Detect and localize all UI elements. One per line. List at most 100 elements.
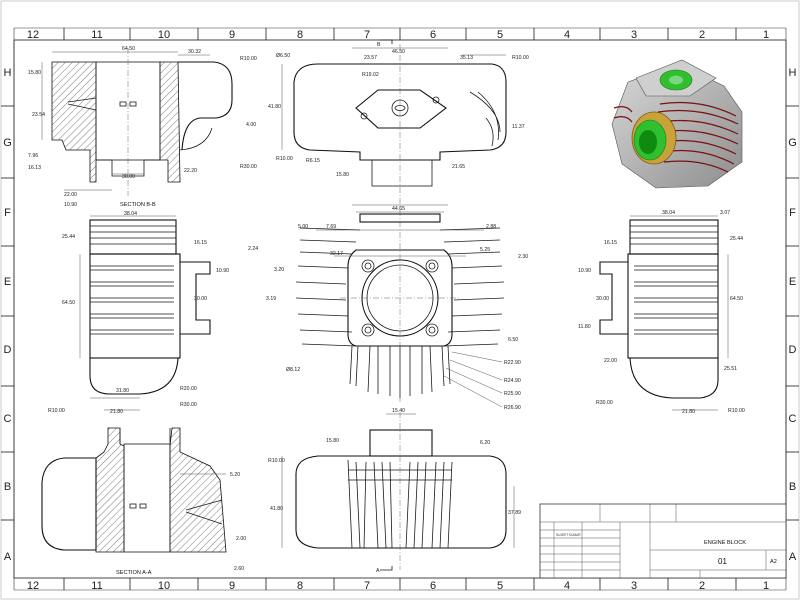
isometric-view [611,59,743,189]
ls-dim-r20: R20.00 [180,386,197,392]
zone-col-label: 10 [158,29,170,41]
zone-labels-right: H G F E D C B A [788,67,797,563]
zone-col-label: 11 [91,29,102,41]
section-bb-label: SECTION B-B [120,202,156,208]
sbb-dim-64-50: 64.50 [122,46,135,52]
fr-dim-44-65: 44.65 [392,206,405,212]
fr-dim-5-00: 5.00 [298,224,308,230]
rs-dim-r30: R30.00 [596,400,613,406]
sheet-number: 01 [718,557,727,566]
zone-row-label: B [789,481,796,493]
ls-dim-31-80: 31.80 [116,388,129,394]
top-view: B 46.50 23.57 35.13 R10.00 Ø6.50 R19.02 … [268,39,529,210]
section-bb-view: 64.50 30.32 R10.00 15.80 23.54 4.00 7.96… [28,46,257,208]
top-dim-35-13: 35.13 [460,55,473,61]
zone-col-label: 9 [229,29,235,41]
zone-col-label: 5 [497,580,503,592]
zone-row-label: E [4,276,11,288]
rs-dim-r10: R10.00 [728,408,745,414]
rs-dim-3-07: 3.07 [720,210,730,216]
top-dim-21-65: 21.65 [452,164,465,170]
zone-col-label: 4 [564,29,570,41]
rs-dim-16-15: 16.15 [604,240,617,246]
sbb-dim-7-96: 7.96 [28,153,38,159]
section-aa-view: 5.20 2.00 2.60 SECTION A-A [41,427,246,576]
saa-dim-2-00: 2.00 [236,536,246,542]
zone-labels-bottom: 12 11 10 9 8 7 6 5 4 3 2 1 [27,580,769,592]
fr-dim-r25: R25.90 [504,391,521,397]
section-aa-label: SECTION A-A [116,570,152,576]
rs-dim-30-00: 30.00 [596,296,609,302]
zone-col-label: 4 [564,580,570,592]
sbb-dim-30-32: 30.32 [188,49,201,55]
rs-dim-21-80: 21.80 [682,409,695,415]
rs-dim-10-90: 10.90 [578,268,591,274]
bt-dim-41-80: 41.80 [270,506,283,512]
zone-row-label: C [4,413,12,425]
zone-row-label: H [4,67,12,79]
zone-row-label: F [4,207,11,219]
zone-col-label: 1 [763,580,769,592]
top-dim-d650: Ø6.50 [276,53,290,59]
rs-dim-38-04: 38.04 [662,210,675,216]
rs-dim-11-80: 11.80 [578,324,591,330]
sbb-dim-16-13: 16.13 [28,165,41,171]
sbb-dim-30-00: 30.00 [122,174,135,180]
rs-dim-64-50: 64.50 [730,296,743,302]
zone-row-label: B [4,481,11,493]
cut-marker-b: B [377,42,381,48]
ls-dim-38-04: 38.04 [124,211,137,217]
zone-labels-top: 12 11 10 9 8 7 6 5 4 3 2 1 [27,29,769,41]
zone-row-label: C [789,413,797,425]
fr-dim-2-88: 2.88 [486,224,496,230]
fr-dim-3-20: 3.20 [274,267,284,273]
right-side-view: 38.04 3.07 16.15 25.44 10.90 64.50 30.00… [578,210,745,415]
top-dim-11-37: 11.37 [512,124,525,130]
fr-dim-r24: R24.90 [504,378,521,384]
fr-dim-r22: R22.90 [504,360,521,366]
zone-col-label: 12 [27,29,39,41]
front-view: 44.65 5.00 7.69 2.88 32.17 5.25 2.30 3.2… [266,206,528,411]
ls-dim-21-80: 21.80 [110,409,123,415]
zone-row-label: G [3,137,12,149]
sbb-dim-22-20: 22.20 [184,168,197,174]
zone-col-label: 7 [364,29,370,41]
ls-dim-25-44: 25.44 [62,234,75,240]
sheet-size: A2 [770,559,777,565]
ls-dim-16-15: 16.15 [194,240,207,246]
ls-dim-r10: R10.00 [48,408,65,414]
zone-col-label: 1 [763,29,769,41]
ls-dim-64-50: 64.50 [62,300,75,306]
zone-col-label: 6 [430,580,436,592]
fr-dim-5-25: 5.25 [480,247,490,253]
zone-col-label: 3 [631,580,637,592]
zone-col-label: 2 [699,580,705,592]
sbb-dim-15-80: 15.80 [28,70,41,76]
zone-col-label: 8 [297,29,303,41]
top-dim-15-80: 15.80 [336,172,349,178]
zone-row-label: D [789,344,797,356]
zone-col-label: 2 [699,29,705,41]
sbb-dim-23-54: 23.54 [32,112,45,118]
rs-dim-22-00: 22.00 [604,358,617,364]
rs-dim-25-51: 25.51 [724,366,737,372]
top-dim-r10a: R10.00 [512,55,529,61]
sbb-dim-4-00: 4.00 [246,122,256,128]
fr-dim-7-69: 7.69 [326,224,336,230]
ls-dim-10-90: 10.90 [216,268,229,274]
bottom-view: A 15.40 15.80 6.20 R10.00 41.80 37.89 [268,408,521,574]
zone-row-label: A [4,551,12,563]
drawing-title: ENGINE BLOCK [704,540,746,546]
top-dim-46-50: 46.50 [392,49,405,55]
bt-dim-6-20: 6.20 [480,440,490,446]
zone-col-label: 12 [27,580,39,592]
fr-dim-3-19: 3.19 [266,296,276,302]
fr-dim-r26: R26.90 [504,405,521,411]
sbb-dim-22-00: 22.00 [64,192,77,198]
zone-col-label: 6 [430,29,436,41]
zone-row-label: D [4,344,12,356]
bt-dim-15-80: 15.80 [326,438,339,444]
saa-dim-2-60: 2.60 [234,566,244,572]
